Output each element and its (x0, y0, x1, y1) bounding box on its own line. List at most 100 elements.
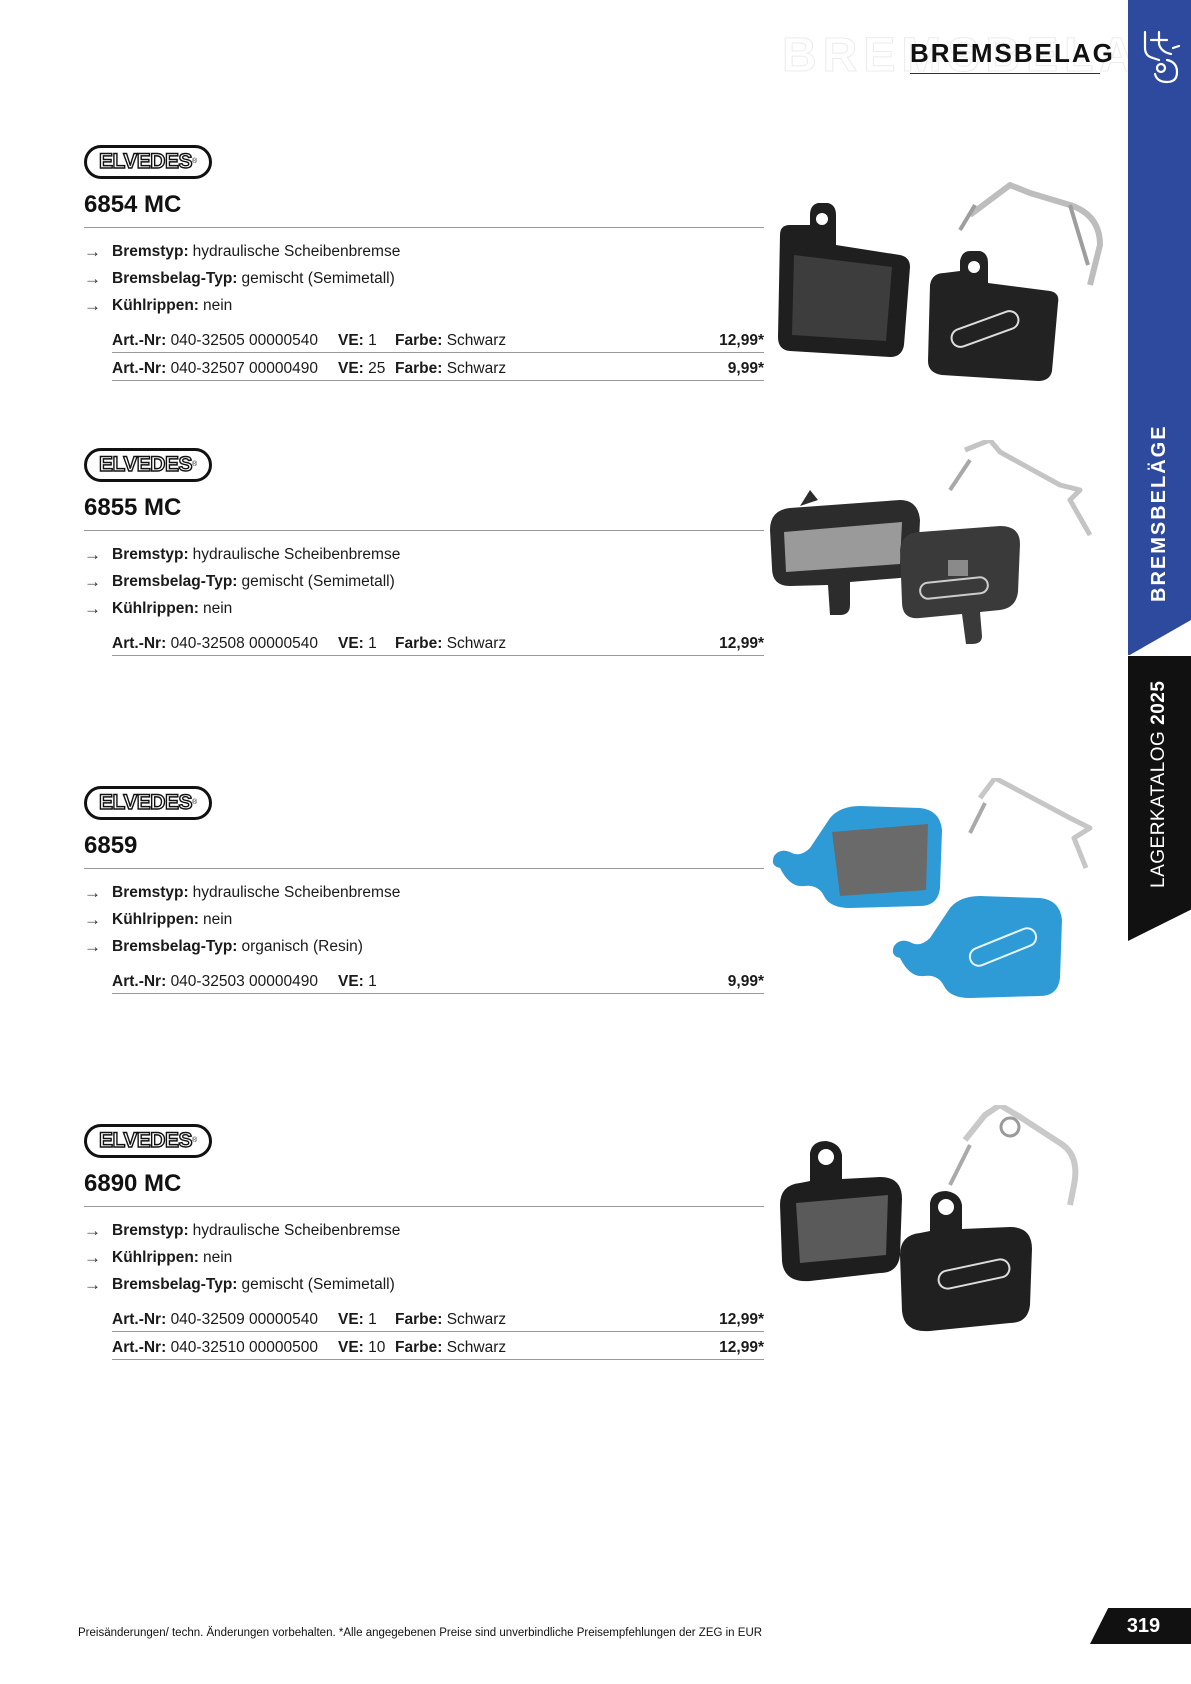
feature-value: nein (202, 910, 233, 928)
feature-label: Bremstyp: (112, 545, 189, 563)
color: Farbe: Schwarz (395, 1311, 507, 1328)
footer-note: Preisänderungen/ techn. Änderungen vorbe… (78, 1627, 763, 1639)
feature-item: → Bremstyp:hydraulische Scheibenbremse (84, 541, 764, 568)
feature-value: hydraulische Scheibenbremse (192, 242, 401, 260)
sidebar-section-label: BREMSBELÄGE (1148, 424, 1170, 602)
feature-item: → Kühlrippen:nein (84, 292, 764, 319)
feature-item: → Bremstyp:hydraulische Scheibenbremse (84, 879, 764, 906)
feature-value: organisch (Resin) (241, 937, 363, 955)
product-6859: ELVEDES® 6859 → Bremstyp:hydraulische Sch… (84, 786, 764, 994)
feature-list: → Bremstyp:hydraulische Scheibenbremse → B… (84, 238, 764, 319)
feature-value: hydraulische Scheibenbremse (192, 883, 401, 901)
article-table: Art.-Nr: 040-32509 00000540 VE: 1 Farbe:… (112, 1304, 764, 1360)
feature-item: → Bremsbelag-Typ:gemischt (Semimetall) (84, 568, 764, 595)
product-title: 6859 (84, 832, 764, 869)
brand-logo-text: ELVEDES (98, 453, 193, 476)
feature-list: → Bremstyp:hydraulische Scheibenbremse → B… (84, 541, 764, 622)
arrow-right-icon: → (84, 882, 101, 902)
feature-list: → Bremstyp:hydraulische Scheibenbremse → K… (84, 1217, 764, 1298)
color: Farbe: Schwarz (395, 332, 507, 349)
arrow-right-icon: → (84, 1220, 101, 1240)
price: 12,99* (719, 332, 764, 349)
feature-label: Bremstyp: (112, 883, 189, 901)
price: 12,99* (719, 1311, 764, 1328)
feature-label: Kühlrippen: (112, 296, 199, 314)
product-6890-mc: ELVEDES® 6890 MC →Bremstyp:hydraulische … (84, 1124, 764, 1360)
product-title: 6855 MC (84, 494, 764, 531)
feature-label: Kühlrippen: (112, 1248, 199, 1266)
feature-label: Bremsbelag-Typ: (112, 269, 238, 287)
feature-value: nein (202, 296, 233, 314)
feature-item: → Bremsbelag-Typ:gemischt (Semimetall) (84, 265, 764, 292)
packing-unit: VE: 25 (338, 360, 386, 377)
product-6855-mc: ELVEDES® 6855 MC → Bremstyp:hydraulische … (84, 448, 764, 656)
color: Farbe: Schwarz (395, 635, 507, 652)
arrow-right-icon: → (84, 909, 101, 929)
arrow-right-icon: → (84, 268, 101, 288)
price: 9,99* (727, 973, 764, 990)
feature-label: Bremstyp: (112, 242, 189, 260)
feature-value: gemischt (Semimetall) (241, 572, 395, 590)
article-number: Art.-Nr: 040-32510 00000500 (112, 1339, 318, 1356)
packing-unit: VE: 1 (338, 635, 377, 652)
article-row: Art.-Nr: 040-32503 00000490 VE: 1 9,99* (112, 966, 764, 994)
article-number: Art.-Nr: 040-32505 00000540 (112, 332, 318, 349)
article-row: Art.-Nr: 040-32505 00000540 VE: 1 Farbe:… (112, 325, 764, 353)
arrow-right-icon: → (84, 241, 101, 261)
brand-logo-text: ELVEDES (98, 791, 193, 814)
feature-item: →Bremsbelag-Typ:gemischt (Semimetall) (84, 1271, 764, 1298)
arrow-right-icon: → (84, 1274, 101, 1294)
packing-unit: VE: 1 (338, 1311, 377, 1328)
feature-value: hydraulische Scheibenbremse (192, 1221, 401, 1239)
rim-brake-icon (1143, 30, 1181, 84)
feature-label: Kühlrippen: (112, 599, 199, 617)
article-table: Art.-Nr: 040-32505 00000540 VE: 1 Farbe:… (112, 325, 764, 381)
brake-pad-image-6890-mc (780, 1105, 1079, 1332)
page-title: BREMSBELAG (910, 38, 1113, 74)
article-table: Art.-Nr: 040-32503 00000490 VE: 1 9,99* (112, 966, 764, 994)
article-row: Art.-Nr: 040-32508 00000540 VE: 1 Farbe:… (112, 628, 764, 656)
feature-label: Kühlrippen: (112, 910, 199, 928)
article-row: Art.-Nr: 040-32507 00000490 VE: 25 Farbe… (112, 353, 764, 381)
feature-item: →Kühlrippen:nein (84, 1244, 764, 1271)
price: 12,99* (719, 1339, 764, 1356)
feature-label: Bremsbelag-Typ: (112, 572, 238, 590)
arrow-right-icon: → (84, 544, 101, 564)
color: Farbe: Schwarz (395, 360, 507, 377)
feature-value: hydraulische Scheibenbremse (192, 545, 401, 563)
feature-label: Bremstyp: (112, 1221, 189, 1239)
brake-pad-image-6859 (772, 778, 1093, 998)
feature-item: →Bremsbelag-Typ:organisch (Resin) (84, 933, 764, 960)
feature-value: gemischt (Semimetall) (241, 269, 395, 287)
feature-item: →Kühlrippen:nein (84, 595, 764, 622)
article-number: Art.-Nr: 040-32503 00000490 (112, 973, 318, 990)
feature-list: → Bremstyp:hydraulische Scheibenbremse → K… (84, 879, 764, 960)
feature-item: → Bremstyp:hydraulische Scheibenbremse (84, 1217, 764, 1244)
feature-label: Bremsbelag-Typ: (112, 1275, 238, 1293)
sidebar-tab-corner (1128, 620, 1191, 656)
packing-unit: VE: 10 (338, 1339, 386, 1356)
article-row: Art.-Nr: 040-32510 00000500 VE: 10 Farbe… (112, 1332, 764, 1360)
sidebar-catalog-label: LAGERKATALOG 2025 (1148, 681, 1170, 888)
sidebar-section-tab (1128, 0, 1191, 655)
brand-logo-text: ELVEDES (98, 150, 193, 173)
arrow-right-icon: → (84, 1247, 101, 1267)
arrow-right-icon: → (84, 571, 101, 591)
product-title: 6890 MC (84, 1170, 764, 1207)
arrow-right-icon: → (84, 936, 101, 956)
article-number: Art.-Nr: 040-32508 00000540 (112, 635, 318, 652)
brake-pad-image-6854-mc (778, 182, 1103, 381)
catalog-prefix: LAGERKATALOG (1148, 724, 1169, 888)
article-number: Art.-Nr: 040-32507 00000490 (112, 360, 318, 377)
arrow-right-icon: → (84, 295, 101, 315)
product-6854-mc: ELVEDES® 6854 MC →Bremstyp:hydraulische … (84, 145, 764, 381)
brand-logo: ELVEDES® (84, 145, 213, 179)
feature-item: → Kühlrippen:nein (84, 906, 764, 933)
packing-unit: VE: 1 (338, 973, 377, 990)
brake-pad-image-6855-mc (770, 440, 1093, 644)
feature-item: → Bremstyp:hydraulische Scheibenbremse (84, 238, 764, 265)
page-number: 319 (1090, 1608, 1191, 1644)
brand-logo: ELVEDES® (84, 448, 213, 482)
brand-logo: ELVEDES® (84, 786, 213, 820)
article-row: Art.-Nr: 040-32509 00000540 VE: 1 Farbe:… (112, 1304, 764, 1332)
